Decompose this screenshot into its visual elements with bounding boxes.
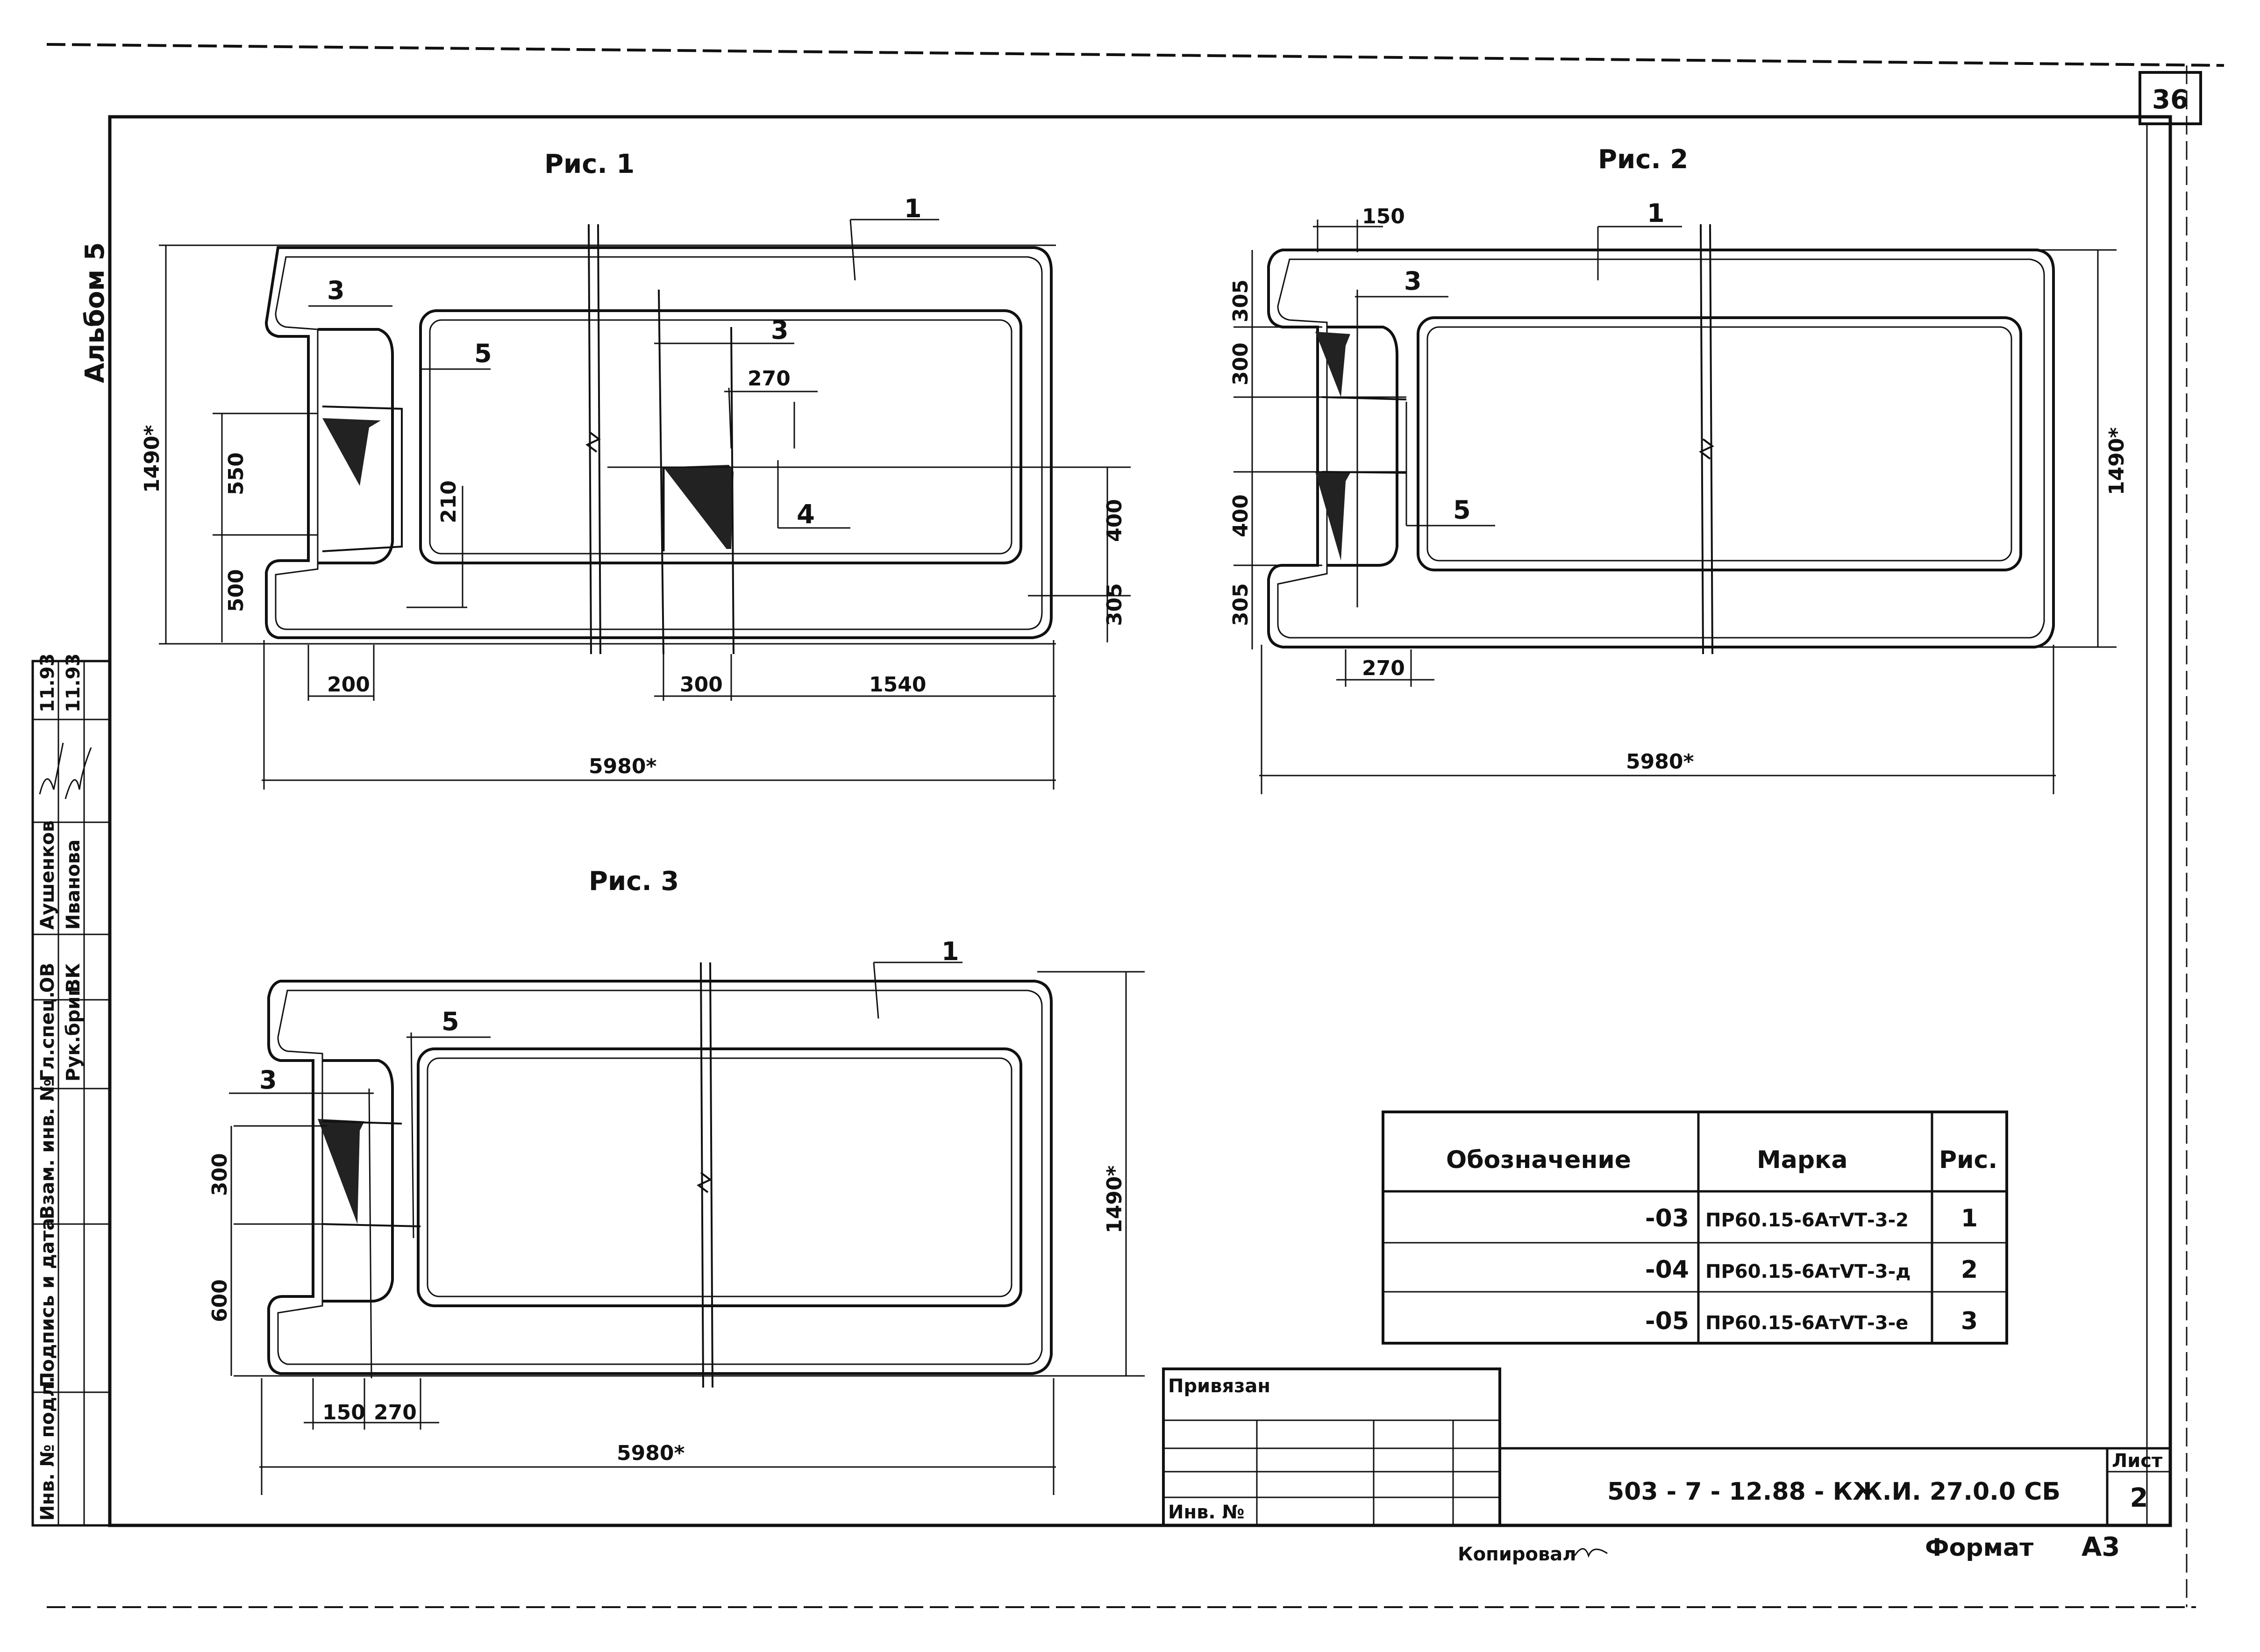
- stamp-col-inv: Инв. № подл.: [37, 1376, 58, 1521]
- footer: Копировал Формат А3: [1458, 1532, 2120, 1565]
- fig1-callout-3b: 3: [771, 315, 789, 345]
- fig2-hatch-1: [1315, 332, 1350, 397]
- fig2-dim-1490: 1490*: [2105, 427, 2129, 495]
- spec-row-mark: ПР60.15-6АтⅤТ-3-д: [1705, 1261, 1911, 1282]
- sheet-label: Лист: [2112, 1450, 2163, 1472]
- fig3-panel-outline: [267, 980, 1053, 1375]
- stamp-date-1: 11.93: [37, 653, 58, 712]
- fig1-dim-550: 550: [224, 452, 248, 495]
- fig2-callout-1: 1: [1647, 199, 1665, 228]
- fig2-dim-400: 400: [1229, 494, 1253, 537]
- fig2-hatch-2: [1315, 472, 1350, 561]
- stamp-dept-2: ВК: [63, 963, 84, 993]
- fig1-dim-5980: 5980*: [589, 755, 656, 778]
- sheet-number: 2: [2130, 1483, 2148, 1513]
- fig1-callout-4: 4: [797, 499, 815, 530]
- figure-2: Рис. 2: [1229, 144, 2129, 794]
- fig2-callout-5: 5: [1453, 495, 1471, 525]
- spec-row-mark: ПР60.15-6АтⅤТ-3-е: [1705, 1312, 1908, 1334]
- fig1-dim-270: 270: [748, 367, 791, 391]
- fig1-dim-305: 305: [1103, 583, 1126, 626]
- fig3-dim-150: 150: [322, 1401, 365, 1424]
- fig1-hatch-1: [322, 418, 381, 486]
- fig1-dim-400: 400: [1103, 499, 1126, 542]
- fig3-dim-600: 600: [208, 1279, 232, 1322]
- fig1-dim-210: 210: [437, 480, 461, 523]
- spec-header-mark: Марка: [1757, 1146, 1847, 1174]
- fig2-title: Рис. 2: [1598, 144, 1688, 175]
- spec-row-code: -03: [1645, 1204, 1689, 1232]
- fig1-dim-300: 300: [680, 673, 723, 697]
- fig1-dim-200: 200: [327, 673, 370, 697]
- bound-label: Привязан: [1168, 1375, 1270, 1397]
- stamp-name-2: Иванова: [63, 840, 84, 930]
- album-label: Альбом 5: [80, 242, 110, 383]
- doc-code: 503 - 7 - 12.88 - КЖ.И. 27.0.0 СБ: [1607, 1478, 2060, 1506]
- side-stamp: 11.93 11.93 Гл.спец. ОВ Аушенков Рук.бри…: [31, 653, 111, 1527]
- spec-header-designation: Обозначение: [1446, 1146, 1631, 1174]
- inv-label: Инв. №: [1168, 1502, 1245, 1523]
- fig1-dim-500: 500: [224, 569, 248, 612]
- figure-3: Рис. 3: [208, 866, 1145, 1495]
- fig1-callout-5: 5: [474, 339, 492, 368]
- stamp-col-sign: Подпись и дата: [37, 1218, 58, 1388]
- stamp-col-repl: Взам. инв. №: [37, 1079, 58, 1219]
- fig1-panel-outline: [264, 246, 1053, 639]
- fig2-panel-outline: [1267, 249, 2055, 648]
- fig1-hatch-2: [663, 465, 734, 549]
- format-value: А3: [2082, 1532, 2120, 1562]
- fig1-dim-1490: 1490*: [140, 425, 164, 493]
- fig2-dim-300: 300: [1229, 342, 1253, 385]
- copier-signature: [1574, 1548, 1608, 1558]
- spec-row-code: -04: [1645, 1256, 1689, 1284]
- fig1-opening: [419, 309, 1022, 564]
- spec-header-fig: Рис.: [1939, 1146, 1997, 1174]
- fig3-dim-300: 300: [208, 1153, 232, 1196]
- stamp-role-2: Рук.бриг.: [63, 980, 84, 1082]
- page-number: 36: [2152, 85, 2189, 115]
- fig3-dim-5980: 5980*: [617, 1441, 684, 1465]
- fig1-dim-1540: 1540: [869, 673, 926, 697]
- copied-label: Копировал: [1458, 1544, 1576, 1565]
- stamp-role-1: Гл.спец.: [37, 991, 58, 1082]
- spec-row-code: -05: [1645, 1307, 1689, 1335]
- fig3-callout-5: 5: [442, 1007, 459, 1036]
- fig3-opening: [417, 1047, 1022, 1307]
- format-label: Формат: [1925, 1534, 2033, 1562]
- stamp-name-1: Аушенков: [37, 820, 58, 930]
- fig2-dim-5980: 5980*: [1626, 750, 1694, 774]
- fig3-title: Рис. 3: [589, 866, 679, 897]
- signature-1: [39, 742, 64, 795]
- fig1-title: Рис. 1: [544, 149, 635, 179]
- spec-row-fig: 3: [1961, 1307, 1978, 1335]
- fig3-hatch: [318, 1119, 364, 1224]
- fig2-dim-305b: 305: [1229, 583, 1253, 626]
- fig1-callout-1: 1: [904, 194, 922, 223]
- stamp-date-2: 11.93: [63, 653, 84, 712]
- fig3-callout-3: 3: [259, 1065, 277, 1095]
- title-block: Привязан Инв. № 503 - 7 - 12.88 - КЖ.И. …: [1162, 1367, 2170, 1527]
- fig2-dim-305a: 305: [1229, 279, 1253, 322]
- fig2-opening: [1417, 316, 2022, 571]
- signature-2: [64, 747, 92, 799]
- fig3-dim-270: 270: [374, 1401, 417, 1424]
- fig3-callout-1: 1: [941, 937, 959, 966]
- fig2-dim-150: 150: [1362, 205, 1405, 228]
- fig1-callout-3a: 3: [327, 276, 345, 305]
- stamp-dept-1: ОВ: [37, 963, 58, 993]
- fig3-dim-1490: 1490*: [1103, 1166, 1126, 1233]
- spec-row-fig: 1: [1961, 1204, 1978, 1232]
- figure-1: Рис. 1: [140, 149, 1131, 790]
- fig2-dim-270: 270: [1362, 656, 1405, 680]
- spec-row-fig: 2: [1961, 1256, 1978, 1284]
- spec-row-mark: ПР60.15-6АтⅤТ-3-2: [1705, 1210, 1909, 1231]
- fig2-callout-3: 3: [1404, 266, 1422, 296]
- spec-table: Обозначение Марка Рис. -03 ПР60.15-6АтⅤТ…: [1382, 1111, 2008, 1345]
